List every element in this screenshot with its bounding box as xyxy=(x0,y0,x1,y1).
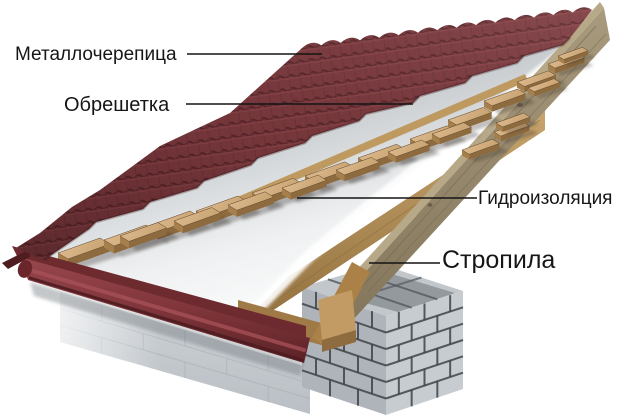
eaves-gutter xyxy=(2,246,310,363)
label-battens: Обрешетка xyxy=(64,94,170,116)
support-timbers xyxy=(238,262,370,352)
support-block xyxy=(318,290,356,340)
metal-tile-sheet xyxy=(16,7,592,262)
label-waterproofing: Гидроизоляция xyxy=(478,188,613,209)
battens-group xyxy=(57,47,596,270)
tile-edge-shadow xyxy=(43,37,571,262)
drip-edge-tip xyxy=(2,249,30,269)
label-rafters: Стропила xyxy=(442,246,556,274)
leader-lines xyxy=(186,53,477,264)
counter-batten-ridge xyxy=(235,74,528,205)
label-metal-tile: Металлочерепица xyxy=(15,44,177,65)
tile-shading xyxy=(16,7,592,260)
eaves-shadow xyxy=(30,282,304,376)
gutter-end-cap xyxy=(17,260,33,278)
